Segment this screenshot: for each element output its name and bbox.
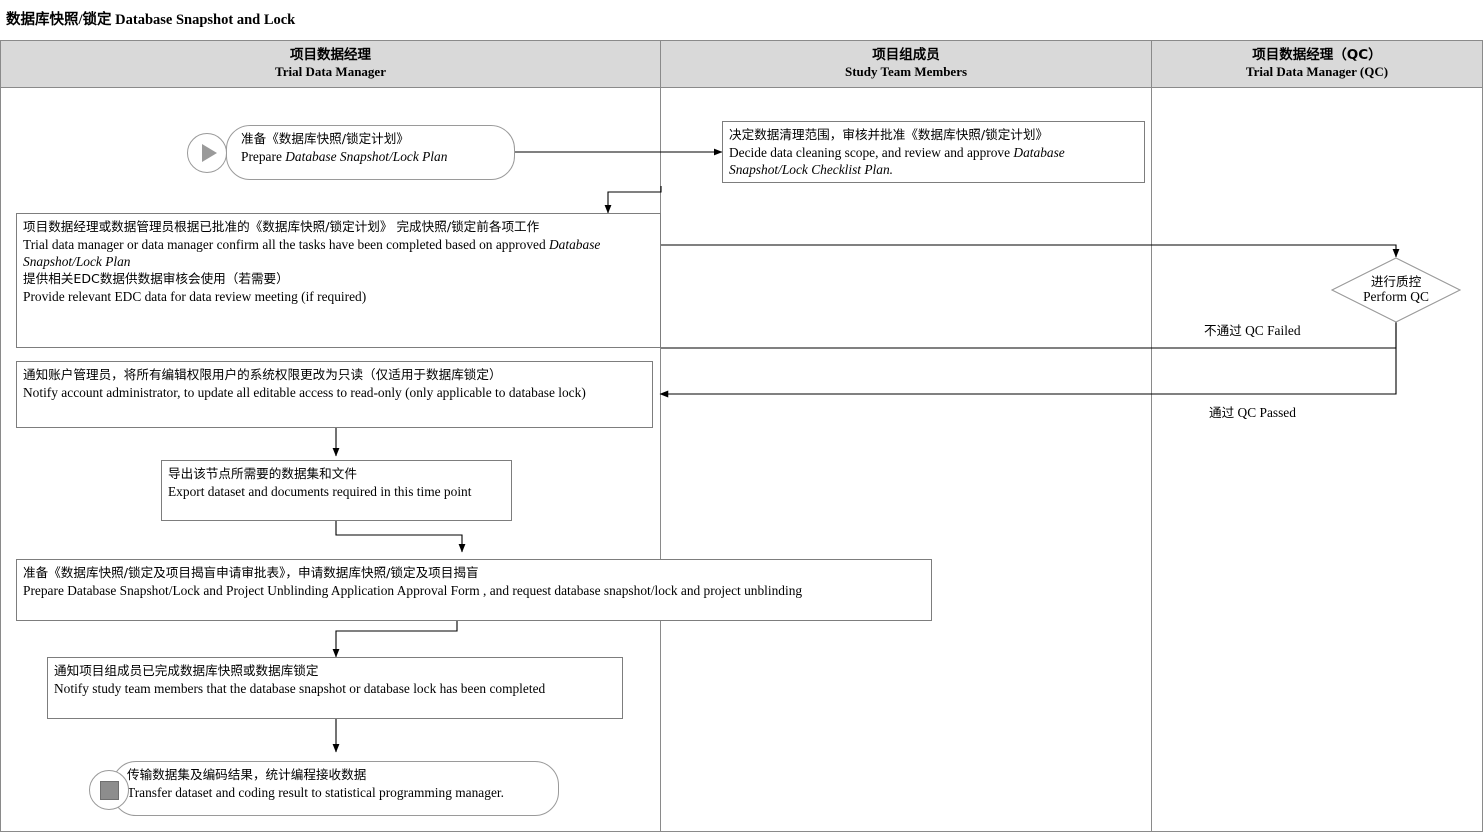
node-text-en: Notify account administrator, to update …	[23, 384, 586, 400]
lane-header-study-team-members: 项目组成员 Study Team Members	[660, 40, 1152, 88]
node-text-en: Export dataset and documents required in…	[168, 483, 472, 499]
node-text-en-line2: Snapshot/Lock Plan	[23, 254, 131, 270]
lane-header-cn: 项目组成员	[872, 47, 940, 64]
edge-label-qc-passed: 通过 QC Passed	[1209, 402, 1296, 421]
lane-divider-1	[660, 88, 661, 832]
node-text-cn: 准备《数据库快照/锁定及项目揭盲申请审批表》，申请数据库快照/锁定及项目揭盲	[23, 565, 479, 580]
edge-label-cn: 通过	[1209, 405, 1235, 420]
node-notify-study-team[interactable]: 通知项目组成员已完成数据库快照或数据库锁定 Notify study team …	[47, 657, 623, 719]
edge-label-qc-failed: 不通过 QC Failed	[1204, 320, 1301, 339]
node-text-en-line3: Provide relevant EDC data for data revie…	[23, 288, 367, 304]
edge-label-en: QC Passed	[1237, 405, 1296, 420]
node-qc-decision[interactable]: 进行质控 Perform QC	[1331, 257, 1461, 323]
lane-header-trial-data-manager-qc: 项目数据经理（QC） Trial Data Manager (QC)	[1151, 40, 1483, 88]
stop-icon	[89, 770, 129, 810]
node-text-cn: 决定数据清理范围，审核并批准《数据库快照/锁定计划》	[729, 127, 1049, 142]
lane-header-en: Study Team Members	[844, 64, 968, 80]
page-title: 数据库快照/锁定 Database Snapshot and Lock	[6, 12, 296, 28]
lane-header-cn: 项目数据经理	[290, 47, 371, 64]
play-icon	[187, 133, 227, 173]
lane-header-en: Trial Data Manager	[275, 64, 386, 80]
node-notify-account-administrator[interactable]: 通知账户管理员，将所有编辑权限用户的系统权限更改为只读（仅适用于数据库锁定） N…	[16, 361, 653, 428]
node-text-cn-line1: 项目数据经理或数据管理员根据已批准的《数据库快照/锁定计划》 完成快照/锁定前各…	[23, 219, 540, 234]
node-export-dataset[interactable]: 导出该节点所需要的数据集和文件 Export dataset and docum…	[161, 460, 512, 521]
lane-header-cn: 项目数据经理（QC）	[1252, 47, 1382, 64]
node-text-cn: 通知账户管理员，将所有编辑权限用户的系统权限更改为只读（仅适用于数据库锁定）	[23, 367, 502, 382]
node-text-en: Prepare Database Snapshot/Lock Plan	[241, 148, 448, 164]
edge-label-en: QC Failed	[1245, 323, 1301, 338]
lane-header-trial-data-manager: 项目数据经理 Trial Data Manager	[0, 40, 661, 88]
node-text-en: Prepare Database Snapshot/Lock and Proje…	[23, 582, 803, 598]
node-text-en-line1: Trial data manager or data manager confi…	[23, 236, 601, 252]
node-text-en: Notify study team members that the datab…	[54, 680, 546, 696]
stop-square-glyph	[99, 780, 119, 800]
node-text-cn: 通知项目组成员已完成数据库快照或数据库锁定	[54, 663, 319, 678]
node-unblinding-application-form[interactable]: 准备《数据库快照/锁定及项目揭盲申请审批表》，申请数据库快照/锁定及项目揭盲 P…	[16, 559, 932, 621]
node-start-prepare-plan[interactable]: 准备《数据库快照/锁定计划》 Prepare Database Snapshot…	[226, 125, 515, 180]
node-text-en-line2: Snapshot/Lock Checklist Plan.	[729, 162, 894, 178]
node-text-en-line1: Decide data cleaning scope, and review a…	[729, 144, 1065, 160]
node-text-cn-line2: 提供相关EDC数据供数据审核会使用（若需要）	[23, 270, 289, 286]
node-approve-plan[interactable]: 决定数据清理范围，审核并批准《数据库快照/锁定计划》 Decide data c…	[722, 121, 1145, 183]
node-confirm-pre-lock-tasks[interactable]: 项目数据经理或数据管理员根据已批准的《数据库快照/锁定计划》 完成快照/锁定前各…	[16, 213, 661, 348]
node-end-transfer-dataset[interactable]: 传输数据集及编码结果，统计编程接收数据 Transfer dataset and…	[112, 761, 559, 816]
lane-divider-2	[1151, 88, 1152, 832]
node-text-en: Transfer dataset and coding result to st…	[127, 784, 504, 800]
lane-header-en: Trial Data Manager (QC)	[1245, 64, 1389, 80]
node-text-cn: 导出该节点所需要的数据集和文件	[168, 466, 357, 481]
edge-label-cn: 不通过	[1204, 323, 1242, 338]
node-text-cn: 传输数据集及编码结果，统计编程接收数据	[127, 767, 367, 782]
swimlane-header-row: 项目数据经理 Trial Data Manager 项目组成员 Study Te…	[0, 40, 1483, 88]
node-text-cn: 准备《数据库快照/锁定计划》	[241, 131, 409, 146]
play-triangle-glyph	[201, 144, 217, 162]
swimlane-body	[0, 88, 1483, 832]
